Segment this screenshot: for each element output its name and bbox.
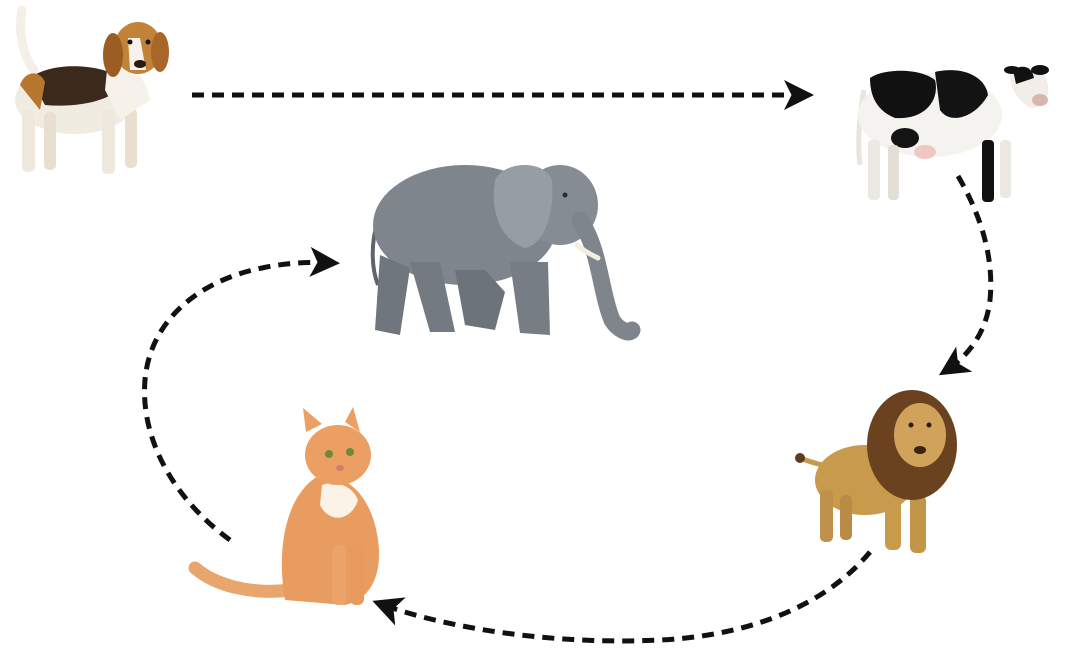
edges bbox=[142, 80, 994, 644]
elephant-node bbox=[370, 165, 641, 341]
edge-cat-to-elephant bbox=[142, 246, 340, 543]
cow-node bbox=[856, 65, 1049, 202]
holstein-cow-image bbox=[856, 65, 1049, 202]
elephant-image bbox=[370, 165, 641, 341]
cat-node bbox=[188, 407, 380, 605]
dog-node bbox=[15, 5, 169, 174]
lion-node bbox=[795, 390, 957, 553]
lion-image bbox=[795, 390, 957, 553]
edge-lion-to-cat bbox=[372, 550, 872, 644]
beagle-dog-image bbox=[15, 5, 169, 174]
edge-cow-to-lion bbox=[938, 174, 994, 376]
orange-tabby-cat-image bbox=[188, 407, 380, 605]
